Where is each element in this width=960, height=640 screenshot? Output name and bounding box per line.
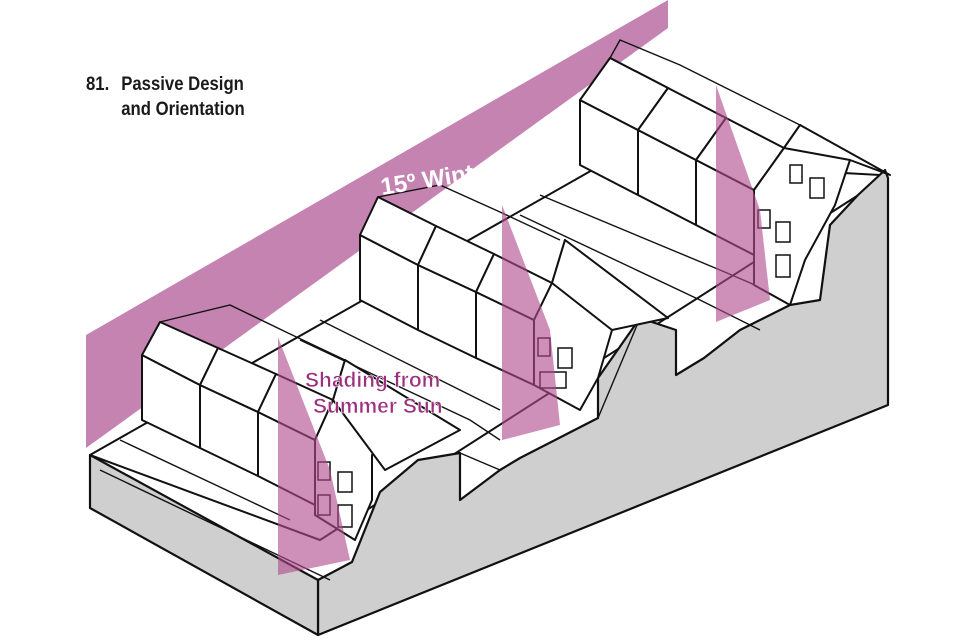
window <box>809 177 825 199</box>
summer-shading-label-line-2: Summer Sun <box>313 395 443 418</box>
window <box>775 221 791 243</box>
house-roof <box>551 239 669 331</box>
summer-shade-wedge <box>278 337 350 575</box>
summer-shade-wedge <box>502 205 560 440</box>
figure-number: 81. <box>86 74 110 95</box>
house-roof <box>783 124 891 176</box>
summer-shade-wedge <box>716 85 770 322</box>
house-roof <box>332 359 461 471</box>
figure-title: 81. Passive Design and Orientation <box>86 72 245 122</box>
terrain-front-face <box>316 168 890 637</box>
window <box>557 347 573 369</box>
window <box>789 164 803 184</box>
figure-title-line-1: Passive Design <box>121 74 244 95</box>
summer-shading-label-line-1: Shading from <box>305 369 440 392</box>
window <box>775 254 791 278</box>
figure-title-line-2: and Orientation <box>121 99 245 120</box>
window <box>337 471 353 493</box>
terrace-row-front <box>141 304 461 541</box>
